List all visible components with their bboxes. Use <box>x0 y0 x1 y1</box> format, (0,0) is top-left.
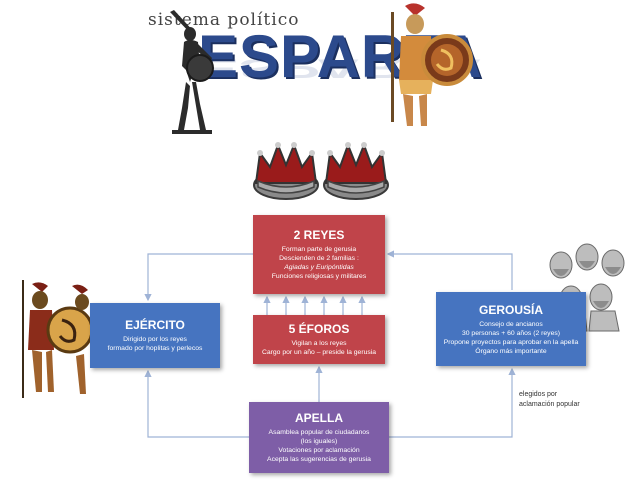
gerousia-line: Consejo de ancianos <box>479 320 543 328</box>
apella-line: Asamblea popular de ciudadanos <box>268 429 370 436</box>
eforos-title: 5 ÉFOROS <box>288 322 350 336</box>
apella-title: APELLA <box>295 411 343 425</box>
apella-line: (los iguales) <box>300 438 338 445</box>
crown-icon <box>323 142 389 200</box>
reyes-box: 2 REYES Forman parte de gerusia Desciend… <box>253 215 385 294</box>
apella-line: Votaciones por aclamación <box>278 447 360 454</box>
spartan-hoplite-shield-icon <box>391 3 473 126</box>
gerousia-line: 30 personas + 60 años (2 reyes) <box>461 329 561 337</box>
gerousia-line: Órgano más importante <box>475 347 547 355</box>
apella-line: Acepta las sugerencias de gerusia <box>267 456 371 463</box>
apella-box: APELLA Asamblea popular de ciudadanos (l… <box>249 402 389 473</box>
election-note-line: aclamación popular <box>519 401 580 408</box>
spartan-warrior-statue-icon <box>170 10 214 134</box>
reyes-line: Funciones religiosas y militares <box>271 273 367 280</box>
reyes-line: Descienden de 2 familias : <box>279 255 359 262</box>
eforos-box: 5 ÉFOROS Vigilan a los reyes Cargo por u… <box>253 315 385 364</box>
gerousia-line: Propone proyectos para aprobar en la ape… <box>443 338 579 346</box>
gerousia-box: GEROUSÍA Consejo de ancianos 30 personas… <box>436 292 586 366</box>
reyes-line: Forman parte de gerusia <box>281 246 357 253</box>
eforos-line: Vigilan a los reyes <box>291 340 347 347</box>
gerousia-title: GEROUSÍA <box>478 302 543 317</box>
ejercito-line: formado por hoplitas y perlecos <box>107 345 203 352</box>
ejercito-box: EJÉRCITO Dirigido por los reyes formado … <box>90 303 220 368</box>
spartan-soldiers-icon <box>22 280 94 398</box>
eforos-line: Cargo por un año – preside la gerusia <box>261 349 377 356</box>
ejercito-line: Dirigido por los reyes <box>123 336 187 343</box>
ejercito-title: EJÉRCITO <box>125 318 185 332</box>
election-note: elegidos por aclamación popular <box>519 390 580 410</box>
crown-icon <box>253 142 319 200</box>
reyes-line: Agiadas y Euripóntidas <box>284 264 354 271</box>
reyes-title: 2 REYES <box>293 228 345 242</box>
election-note-line: elegidos por <box>519 391 558 398</box>
